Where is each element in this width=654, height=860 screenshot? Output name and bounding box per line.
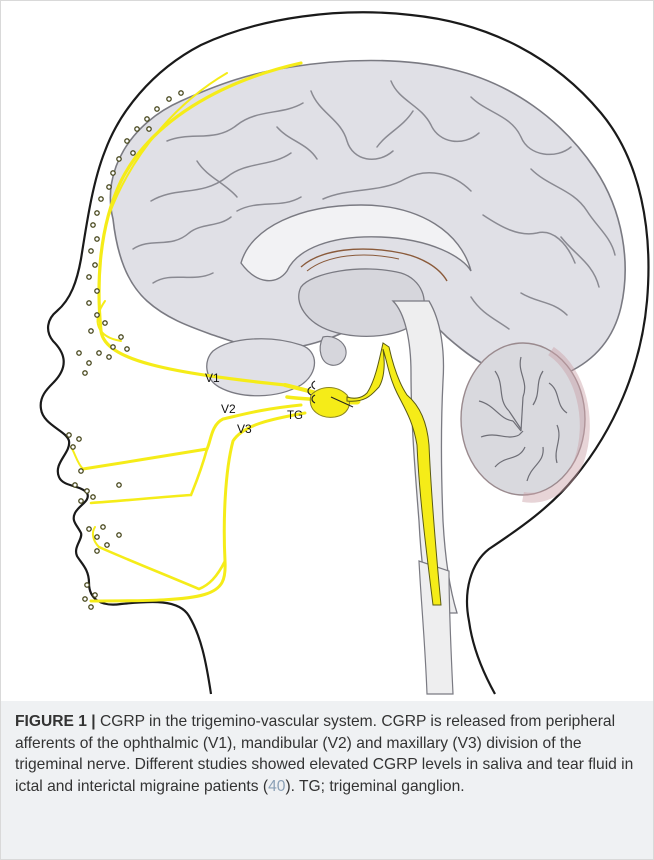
label-v2: V2 xyxy=(221,402,236,416)
figure-caption: FIGURE 1 | CGRP in the trigemino-vascula… xyxy=(15,711,643,797)
caption-text-end: ). TG; trigeminal ganglion. xyxy=(285,778,464,795)
figure-label: FIGURE 1 | xyxy=(15,713,96,730)
label-v1: V1 xyxy=(205,371,220,385)
pituitary-gland xyxy=(320,336,346,365)
trigeminal-anatomy-illustration: V1 V2 V3 TG xyxy=(1,1,653,701)
label-v3: V3 xyxy=(237,422,252,436)
label-tg: TG xyxy=(287,410,303,422)
citation-link[interactable]: 40 xyxy=(268,778,285,795)
